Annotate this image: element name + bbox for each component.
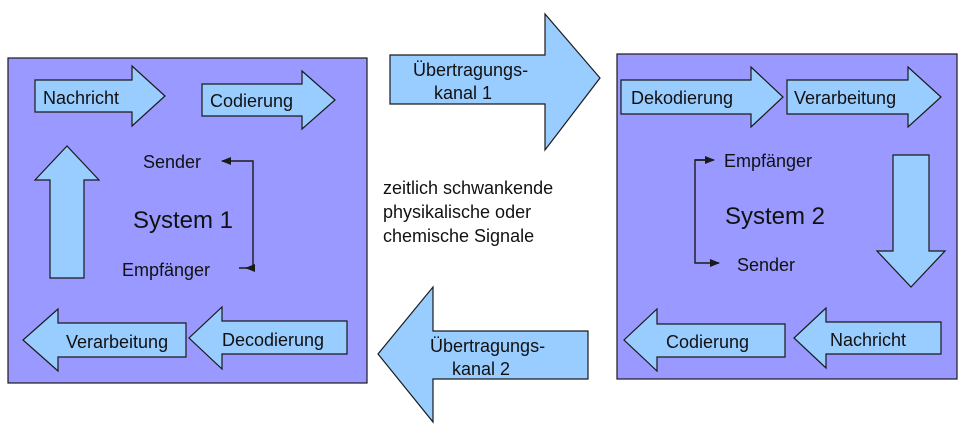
middle-text-line3: chemische Signale [383,226,534,246]
nachricht-2-label: Nachricht [830,330,906,350]
verarbeitung-arrow [22,307,187,373]
codierung-label: Codierung [210,91,293,111]
decodierung-label: Decodierung [222,330,324,350]
receiver-label: Empfänger [122,260,210,280]
nachricht-2-arrow [793,306,942,370]
system-2-title: System 2 [725,203,825,230]
codierung-2-arrow [623,307,786,373]
nachricht-arrow [34,64,166,128]
middle-text-line2: physikalische oder [383,202,531,222]
channel-2-line1: Übertragungs- [430,336,545,356]
channel-1-arrow [389,12,601,152]
channel-2-arrow [377,285,589,424]
sender-2-label: Sender [737,255,795,275]
codierung-2-label: Codierung [666,332,749,352]
verarbeitung-label: Verarbeitung [66,332,168,352]
nachricht-label: Nachricht [43,88,119,108]
down-arrow [875,154,947,288]
middle-text-line1: zeitlich schwankende [383,178,553,198]
verarbeitung-2-label: Verarbeitung [794,88,896,108]
receiver-2-label: Empfänger [724,151,812,171]
verarbeitung-2-arrow [786,65,942,129]
dekodierung-label: Dekodierung [631,88,733,108]
decodierung-arrow [188,305,348,371]
channel-2-line2: kanal 2 [452,359,510,379]
up-arrow [33,145,101,279]
channel-1-line1: Übertragungs- [413,60,528,80]
dekodierung-arrow [620,65,784,129]
codierung-arrow [201,69,336,131]
channel-1-line2: kanal 1 [434,83,492,103]
sender-label: Sender [143,152,201,172]
system-1-title: System 1 [133,207,233,234]
